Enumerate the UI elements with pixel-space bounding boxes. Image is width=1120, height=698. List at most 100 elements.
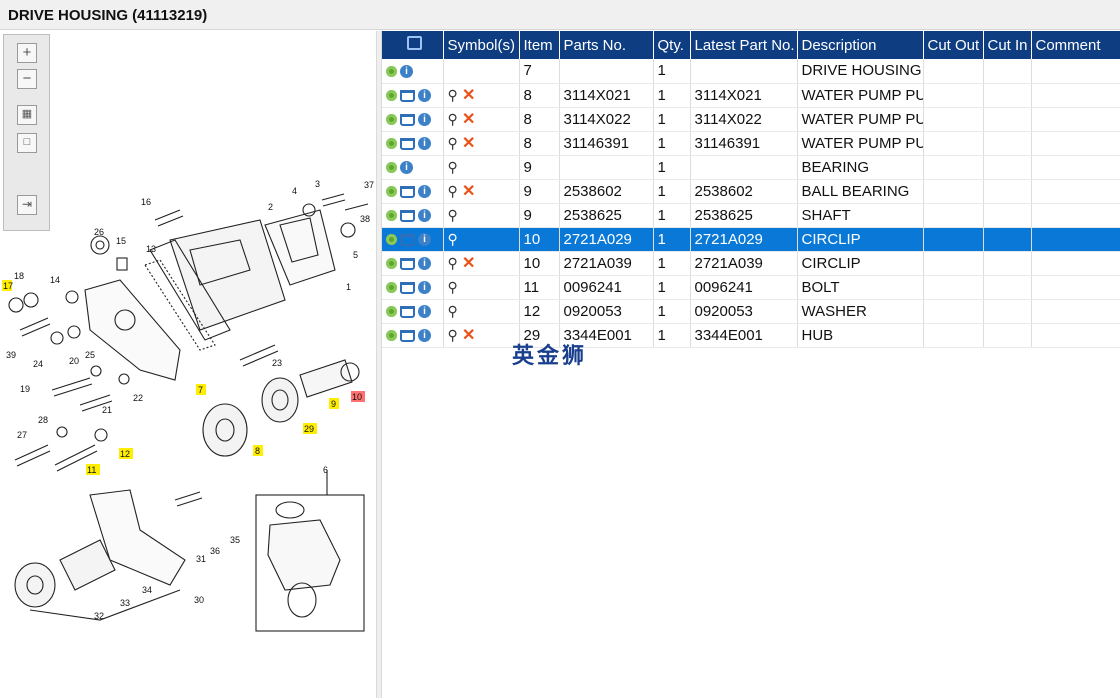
preview-column-header[interactable] <box>382 31 444 59</box>
callout-30[interactable]: 30 <box>194 595 204 605</box>
callout-17[interactable]: 17 <box>3 281 13 291</box>
column-header[interactable]: Item <box>519 31 560 59</box>
cart-icon[interactable] <box>400 137 415 150</box>
info-icon[interactable]: i <box>400 161 413 175</box>
callout-19[interactable]: 19 <box>20 384 30 394</box>
callout-23[interactable]: 23 <box>272 358 282 368</box>
callout-20[interactable]: 20 <box>69 356 79 366</box>
cart-icon[interactable] <box>400 209 415 222</box>
cart-icon[interactable] <box>400 113 415 126</box>
callout-9[interactable]: 9 <box>331 399 336 409</box>
annotation-pin-icon[interactable]: ⚲ <box>447 158 458 175</box>
annotation-pin-icon[interactable]: ⚲ <box>447 230 458 247</box>
cart-icon[interactable] <box>400 89 415 102</box>
column-header[interactable]: Symbol(s) <box>443 31 520 59</box>
column-header[interactable]: Comment <box>1031 31 1120 59</box>
callout-39[interactable]: 39 <box>6 350 16 360</box>
annotation-pin-icon[interactable]: ⚲ <box>447 327 458 343</box>
info-icon[interactable]: i <box>418 257 431 271</box>
callout-24[interactable]: 24 <box>33 359 43 369</box>
callout-35[interactable]: 35 <box>230 535 240 545</box>
info-icon[interactable]: i <box>418 233 431 247</box>
settings-gear-icon[interactable] <box>386 282 397 294</box>
column-header[interactable]: Description <box>797 31 924 59</box>
annotation-pin-icon[interactable]: ⚲ <box>447 135 458 151</box>
annotation-pin-icon[interactable]: ⚲ <box>447 111 458 127</box>
callout-7[interactable]: 7 <box>198 385 203 395</box>
callout-13[interactable]: 13 <box>146 244 156 254</box>
info-icon[interactable]: i <box>418 209 431 223</box>
callout-27[interactable]: 27 <box>17 430 27 440</box>
fit-window-button[interactable]: □ <box>17 133 37 153</box>
callout-12[interactable]: 12 <box>120 449 130 459</box>
callout-11[interactable]: 11 <box>87 465 96 475</box>
pane-splitter[interactable] <box>376 31 382 698</box>
annotation-pin-icon[interactable]: ⚲ <box>447 255 458 271</box>
column-header[interactable]: Latest Part No. <box>690 31 798 59</box>
callout-37[interactable]: 37 <box>364 180 374 190</box>
callout-22[interactable]: 22 <box>133 393 143 403</box>
info-icon[interactable]: i <box>418 113 431 127</box>
callout-8[interactable]: 8 <box>255 446 260 456</box>
info-icon[interactable]: i <box>418 329 431 343</box>
settings-gear-icon[interactable] <box>386 162 397 174</box>
cart-icon[interactable] <box>400 233 415 246</box>
callout-26[interactable]: 26 <box>94 227 104 237</box>
info-icon[interactable]: i <box>400 64 413 78</box>
callout-36[interactable]: 36 <box>210 546 220 556</box>
export-button[interactable]: ⇥ <box>17 195 37 215</box>
callout-6[interactable]: 6 <box>323 465 328 475</box>
exploded-parts-drawing[interactable]: 16 26 15 13 14 18 39 24 25 20 19 22 21 2… <box>0 160 376 640</box>
cart-icon[interactable] <box>400 281 415 294</box>
callout-29[interactable]: 29 <box>304 424 314 434</box>
zoom-in-button[interactable]: + <box>17 43 37 63</box>
cart-icon[interactable] <box>400 257 415 270</box>
annotation-pin-icon[interactable]: ⚲ <box>447 183 458 199</box>
annotation-pin-icon[interactable]: ⚲ <box>447 278 458 295</box>
settings-gear-icon[interactable] <box>386 90 397 102</box>
callout-32[interactable]: 32 <box>94 611 104 621</box>
settings-gear-icon[interactable] <box>386 258 397 270</box>
callout-38[interactable]: 38 <box>360 214 370 224</box>
callout-3[interactable]: 3 <box>315 179 320 189</box>
callout-33[interactable]: 33 <box>120 598 130 608</box>
settings-gear-icon[interactable] <box>386 138 397 150</box>
callout-2[interactable]: 2 <box>268 202 273 212</box>
callout-4[interactable]: 4 <box>292 186 297 196</box>
annotation-pin-icon[interactable]: ⚲ <box>447 87 458 103</box>
callout-28[interactable]: 28 <box>38 415 48 425</box>
settings-gear-icon[interactable] <box>386 186 397 198</box>
callout-31[interactable]: 31 <box>196 554 206 564</box>
settings-gear-icon[interactable] <box>386 306 397 318</box>
info-icon[interactable]: i <box>418 305 431 319</box>
settings-gear-icon[interactable] <box>386 210 397 222</box>
cart-icon[interactable] <box>400 329 415 342</box>
column-header[interactable]: Cut Out <box>923 31 984 59</box>
callout-25[interactable]: 25 <box>85 350 95 360</box>
cart-icon[interactable] <box>400 185 415 198</box>
column-header[interactable]: Qty. <box>653 31 691 59</box>
callout-1[interactable]: 1 <box>346 282 351 292</box>
column-header[interactable]: Cut In <box>983 31 1032 59</box>
cart-icon[interactable] <box>400 305 415 318</box>
info-icon[interactable]: i <box>418 281 431 295</box>
callout-5[interactable]: 5 <box>353 250 358 260</box>
callout-10[interactable]: 10 <box>352 392 362 402</box>
info-icon[interactable]: i <box>418 89 431 103</box>
callout-18[interactable]: 18 <box>14 271 24 281</box>
settings-gear-icon[interactable] <box>386 234 397 246</box>
settings-gear-icon[interactable] <box>386 114 397 126</box>
search-preview-icon[interactable] <box>406 36 422 50</box>
annotation-pin-icon[interactable]: ⚲ <box>447 206 458 223</box>
